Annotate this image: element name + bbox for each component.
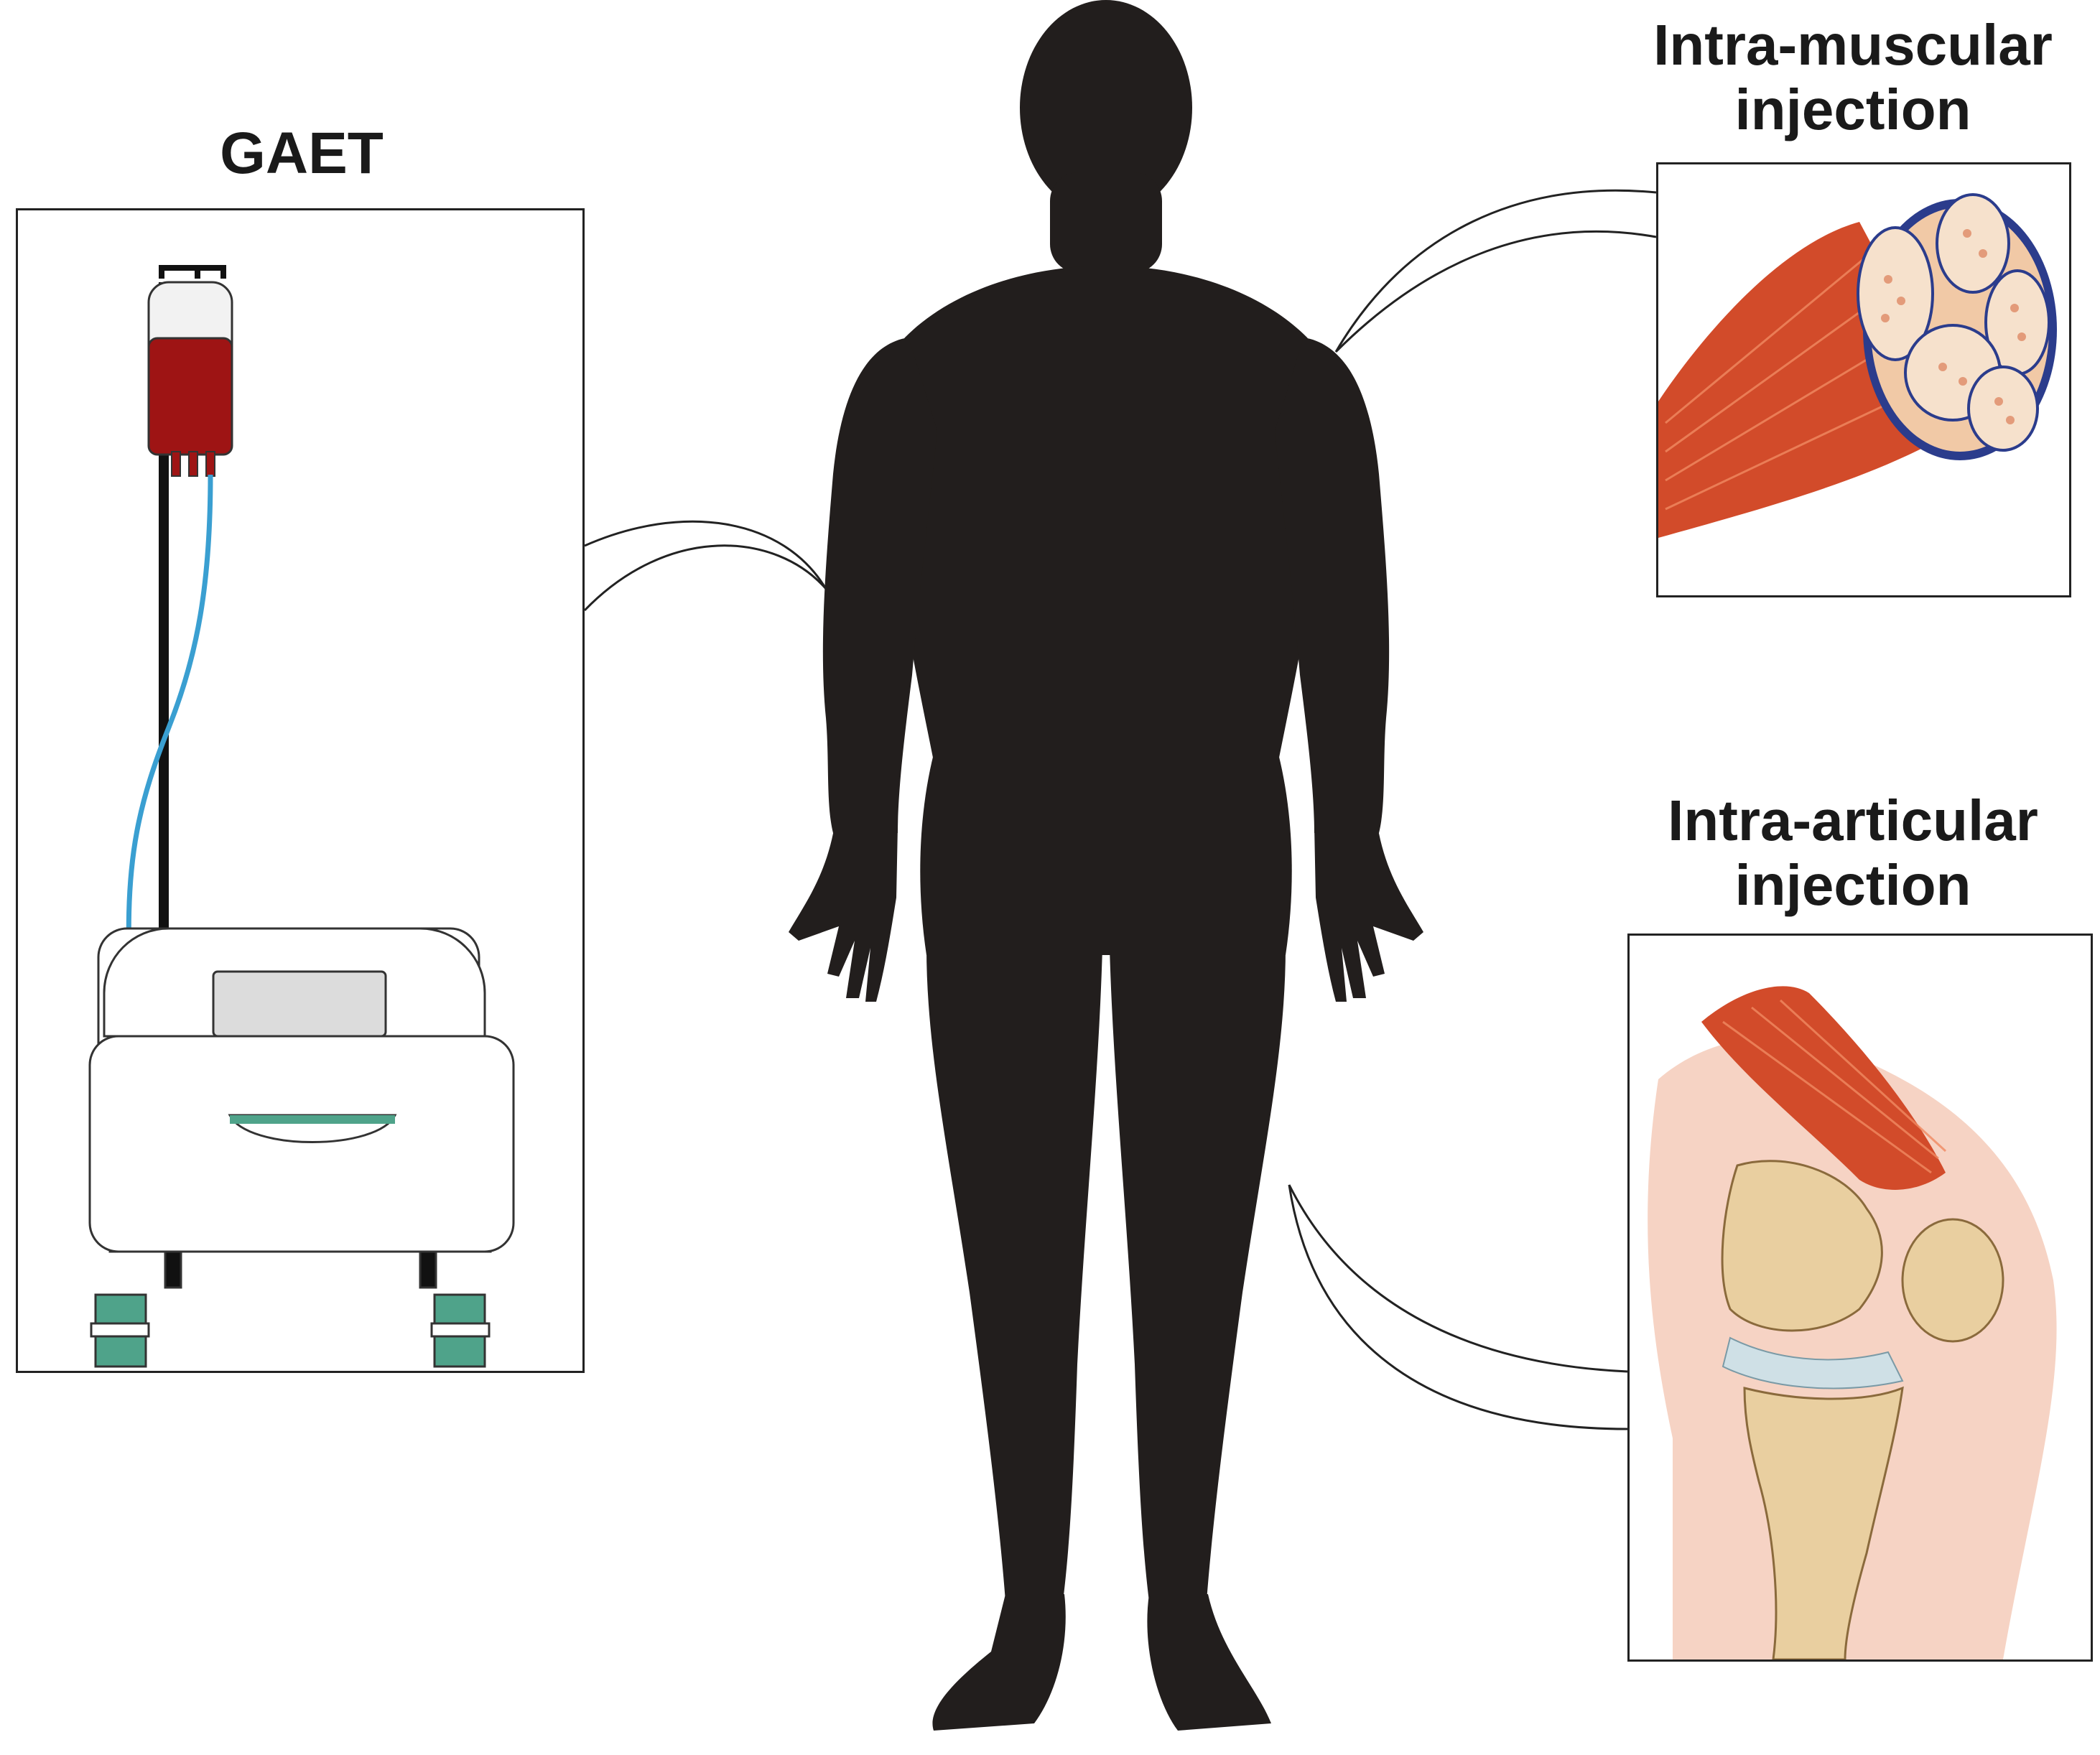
- gaet-label: GAET: [144, 121, 460, 187]
- blood-bag-icon: [147, 281, 233, 477]
- intraarticular-label-line1: Intra-articular: [1668, 788, 2038, 852]
- intramuscular-label: Intra-muscular injection: [1602, 13, 2100, 141]
- intraarticular-label: Intra-articular injection: [1602, 788, 2100, 917]
- gaet-panel: [16, 208, 585, 1373]
- device-screen: [212, 970, 387, 1038]
- muscle-panel: [1656, 162, 2071, 597]
- gaet-wheels: [90, 1322, 491, 1338]
- muscle-cross-section-illustration: [1658, 193, 2057, 538]
- iv-hook-icon: [159, 265, 226, 279]
- gaet-label-text: GAET: [220, 121, 384, 186]
- intramuscular-label-line2: injection: [1734, 77, 1971, 141]
- knee-joint-illustration: [1648, 986, 2057, 1659]
- intramuscular-label-line1: Intra-muscular: [1653, 13, 2053, 77]
- knee-panel: [1627, 934, 2093, 1662]
- intraarticular-label-line2: injection: [1734, 852, 1971, 917]
- iv-tubing: [126, 474, 213, 958]
